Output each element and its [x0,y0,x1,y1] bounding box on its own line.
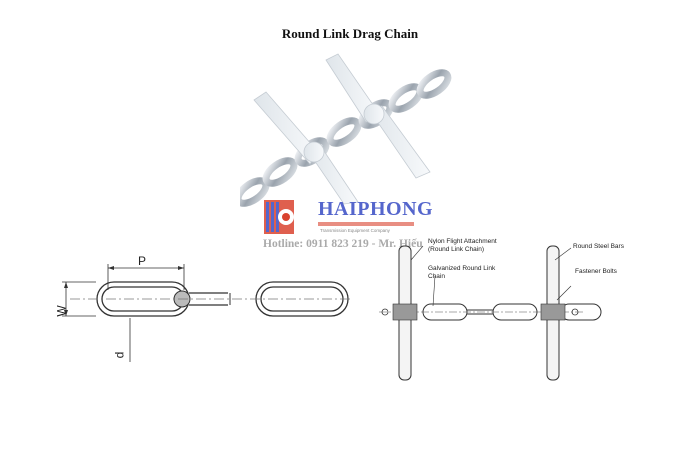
diameter-label: d [112,351,127,359]
company-logo [264,200,414,234]
width-label: W [54,305,69,317]
brand-tagline: Transmission Equipment Company [320,228,390,233]
chain-assembly-drawing [379,245,602,381]
chain-product-photo [240,53,452,207]
chain-dimension-drawing [62,264,350,362]
label-galvanized-chain: Galvanized Round Link Chain [428,265,496,280]
brand-name: HAIPHONG [318,198,434,220]
hotline-text: Hotline: 0911 823 219 - Mr. Hiếu [263,238,423,250]
page-title: Round Link Drag Chain [281,26,419,41]
label-fastener-bolts: Fastener Bolts [575,268,617,275]
label-nylon-flight: Nylon Flight Attachment (Round Link Chai… [428,238,497,253]
label-round-steel-bars: Round Steel Bars [573,243,624,250]
pitch-label: P [138,254,147,268]
